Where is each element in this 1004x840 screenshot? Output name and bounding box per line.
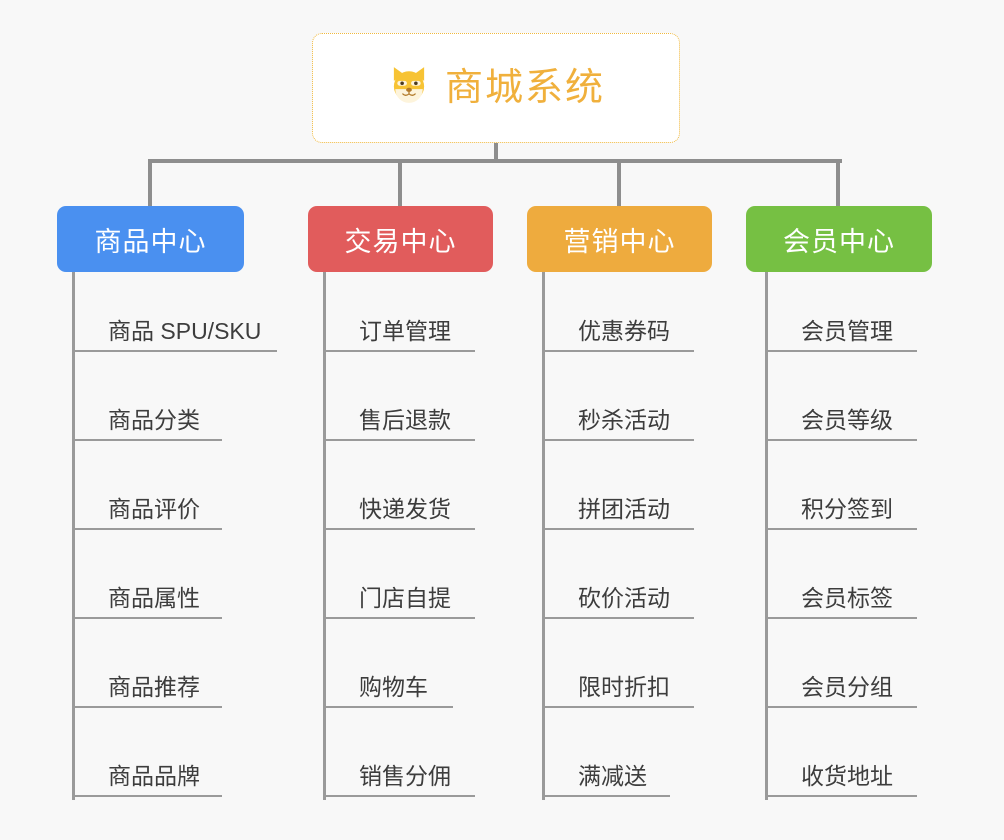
leaf-item[interactable]: 售后退款: [323, 361, 485, 450]
leaf-item-label: 砍价活动: [578, 585, 670, 611]
leaf-item[interactable]: 快递发货: [323, 450, 485, 539]
leaf-item-underline: [765, 706, 917, 708]
leaf-item[interactable]: 收货地址: [765, 717, 927, 806]
category-header-member-center[interactable]: 会员中心: [746, 206, 932, 272]
leaf-item[interactable]: 满减送: [542, 717, 680, 806]
leaf-item[interactable]: 会员标签: [765, 539, 927, 628]
leaf-item-underline: [72, 617, 222, 619]
leaf-item[interactable]: 会员分组: [765, 628, 927, 717]
category-header-marketing-center[interactable]: 营销中心: [527, 206, 712, 272]
leaf-item-label: 会员标签: [801, 585, 893, 611]
leaf-item-label: 快递发货: [359, 496, 451, 522]
category-header-trade-center[interactable]: 交易中心: [308, 206, 493, 272]
leaf-item-label: 秒杀活动: [578, 407, 670, 433]
leaf-item-underline: [323, 439, 475, 441]
leaf-item-label: 商品属性: [108, 585, 200, 611]
leaf-item[interactable]: 拼团活动: [542, 450, 704, 539]
leaf-item[interactable]: 商品品牌: [72, 717, 232, 806]
leaf-item-underline: [72, 350, 277, 352]
connector-drop-3: [617, 159, 621, 208]
leaf-item[interactable]: 会员管理: [765, 272, 927, 361]
root-node-card[interactable]: 商城系统: [312, 33, 680, 143]
leaf-item[interactable]: 购物车: [323, 628, 463, 717]
leaf-item-underline: [765, 617, 917, 619]
leaf-item-underline: [323, 795, 475, 797]
leaf-item-underline: [765, 439, 917, 441]
leaf-item-underline: [323, 617, 475, 619]
leaf-item-label: 积分签到: [801, 496, 893, 522]
leaf-item-label: 商品品牌: [108, 763, 200, 789]
leaf-item[interactable]: 门店自提: [323, 539, 485, 628]
category-header-label: 商品中心: [94, 226, 207, 257]
column-spine: [765, 272, 768, 800]
leaf-item[interactable]: 商品属性: [72, 539, 232, 628]
leaf-item-underline: [72, 706, 222, 708]
leaf-item[interactable]: 订单管理: [323, 272, 485, 361]
leaf-item[interactable]: 砍价活动: [542, 539, 704, 628]
leaf-item-label: 拼团活动: [578, 496, 670, 522]
root-node-title: 商城系统: [444, 67, 605, 109]
shiba-dog-face-svg: [393, 66, 425, 103]
leaf-item-underline: [765, 795, 917, 797]
leaf-item-label: 售后退款: [359, 407, 451, 433]
leaf-item-label: 门店自提: [359, 585, 451, 611]
leaf-item[interactable]: 商品 SPU/SKU: [72, 272, 287, 361]
column-spine: [542, 272, 545, 800]
category-header-label: 营销中心: [563, 226, 676, 257]
leaf-item-label: 商品评价: [108, 496, 200, 522]
connector-drop-1: [148, 159, 152, 208]
leaf-item[interactable]: 商品推荐: [72, 628, 232, 717]
leaf-item[interactable]: 会员等级: [765, 361, 927, 450]
column-spine: [72, 272, 75, 800]
leaf-item-underline: [542, 439, 694, 441]
leaf-item-underline: [323, 706, 453, 708]
leaf-item-underline: [765, 350, 917, 352]
leaf-item-underline: [323, 528, 475, 530]
leaf-item-underline: [323, 350, 475, 352]
leaf-item-label: 购物车: [359, 674, 428, 700]
leaf-item-underline: [72, 528, 222, 530]
leaf-item-underline: [72, 439, 222, 441]
category-header-label: 交易中心: [344, 226, 457, 257]
leaf-item[interactable]: 限时折扣: [542, 628, 704, 717]
leaf-item-label: 订单管理: [359, 318, 451, 344]
leaf-item[interactable]: 优惠券码: [542, 272, 704, 361]
leaf-item-underline: [765, 528, 917, 530]
leaf-item-label: 满减送: [578, 763, 647, 789]
leaf-item-label: 销售分佣: [359, 763, 451, 789]
connector-drop-2: [398, 159, 402, 208]
leaf-item-underline: [542, 350, 694, 352]
leaf-item-label: 限时折扣: [578, 674, 670, 700]
leaf-item-underline: [542, 617, 694, 619]
leaf-item[interactable]: 商品评价: [72, 450, 232, 539]
category-header-label: 会员中心: [783, 226, 895, 257]
leaf-item-underline: [542, 706, 694, 708]
leaf-item-label: 商品 SPU/SKU: [108, 318, 262, 344]
connector-horizontal-bar: [148, 159, 842, 163]
leaf-item[interactable]: 销售分佣: [323, 717, 485, 806]
leaf-item-underline: [542, 528, 694, 530]
column-spine: [323, 272, 326, 800]
leaf-item[interactable]: 积分签到: [765, 450, 927, 539]
connector-root-stub: [494, 143, 498, 163]
leaf-item[interactable]: 商品分类: [72, 361, 232, 450]
leaf-item-underline: [72, 795, 222, 797]
shiba-dog-face-icon: [387, 63, 431, 114]
leaf-item-label: 商品分类: [108, 407, 200, 433]
leaf-item-label: 会员等级: [801, 407, 893, 433]
leaf-item-label: 会员分组: [801, 674, 893, 700]
leaf-item-label: 会员管理: [801, 318, 893, 344]
leaf-item-underline: [542, 795, 670, 797]
category-header-product-center[interactable]: 商品中心: [57, 206, 244, 272]
leaf-item-label: 优惠券码: [578, 318, 670, 344]
leaf-item[interactable]: 秒杀活动: [542, 361, 704, 450]
leaf-item-label: 收货地址: [801, 763, 893, 789]
leaf-item-label: 商品推荐: [108, 674, 200, 700]
connector-drop-4: [836, 159, 840, 208]
